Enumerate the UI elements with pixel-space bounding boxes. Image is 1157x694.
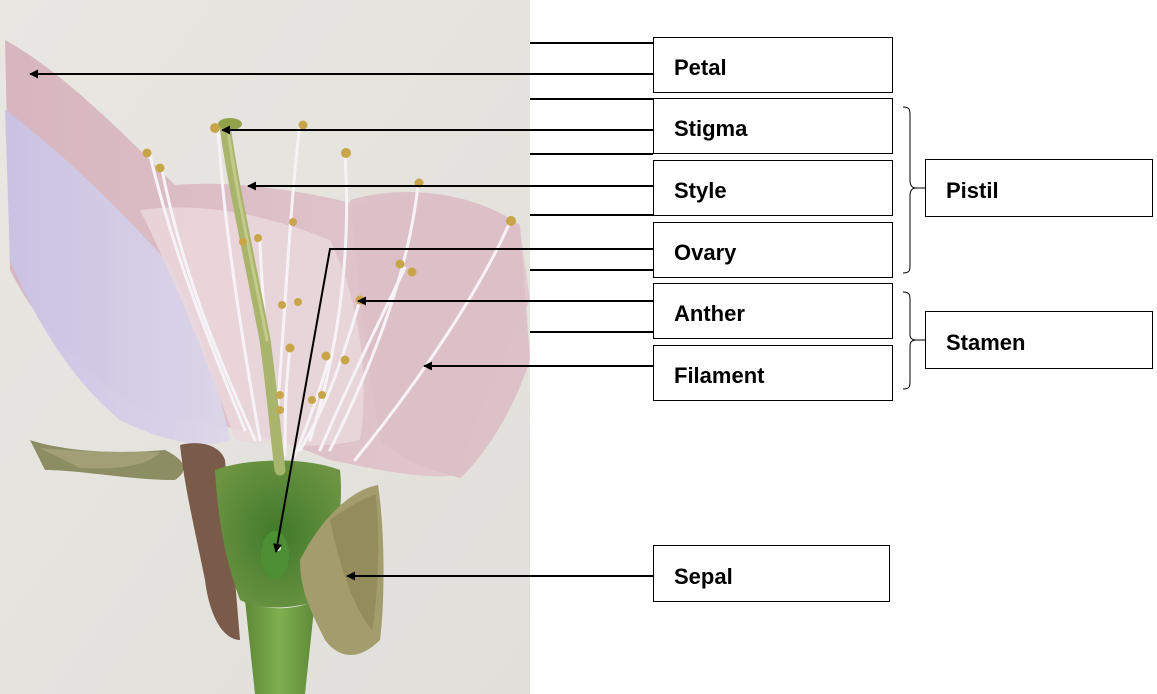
anther — [341, 356, 350, 365]
label-stigma: Stigma — [653, 98, 893, 154]
label-filament: Filament — [653, 345, 893, 401]
stem — [245, 600, 315, 694]
label-ovary: Ovary — [653, 222, 893, 278]
anther — [286, 344, 295, 353]
label-style-text: Style — [674, 178, 727, 204]
label-anther: Anther — [653, 283, 893, 339]
stamen-bracket — [903, 292, 916, 389]
box-connector-lines — [530, 43, 653, 332]
anther — [210, 123, 220, 133]
group-label-stamen: Stamen — [925, 311, 1153, 369]
group-label-pistil-text: Pistil — [946, 178, 999, 204]
stigma — [218, 118, 242, 130]
anther — [143, 149, 152, 158]
label-filament-text: Filament — [674, 363, 764, 389]
ovary — [261, 531, 289, 579]
pistil-bracket — [903, 107, 916, 273]
anther — [278, 301, 286, 309]
anther — [289, 218, 297, 226]
label-petal-text: Petal — [674, 55, 727, 81]
anther — [322, 352, 331, 361]
anther — [239, 238, 247, 246]
group-label-stamen-text: Stamen — [946, 330, 1025, 356]
anther — [156, 164, 165, 173]
anther — [308, 396, 316, 404]
label-sepal-text: Sepal — [674, 564, 733, 590]
anther — [408, 268, 417, 277]
brackets — [903, 107, 925, 389]
anther — [396, 260, 405, 269]
anther — [276, 406, 284, 414]
anther — [341, 148, 351, 158]
label-anther-text: Anther — [674, 301, 745, 327]
flower-photo — [0, 0, 530, 694]
anther — [299, 121, 308, 130]
anther — [506, 216, 516, 226]
anther — [254, 234, 262, 242]
label-stigma-text: Stigma — [674, 116, 747, 142]
label-style: Style — [653, 160, 893, 216]
label-petal: Petal — [653, 37, 893, 93]
anther — [294, 298, 302, 306]
group-label-pistil: Pistil — [925, 159, 1153, 217]
anther — [276, 391, 284, 399]
anther — [318, 391, 326, 399]
label-sepal: Sepal — [653, 545, 890, 602]
label-ovary-text: Ovary — [674, 240, 736, 266]
